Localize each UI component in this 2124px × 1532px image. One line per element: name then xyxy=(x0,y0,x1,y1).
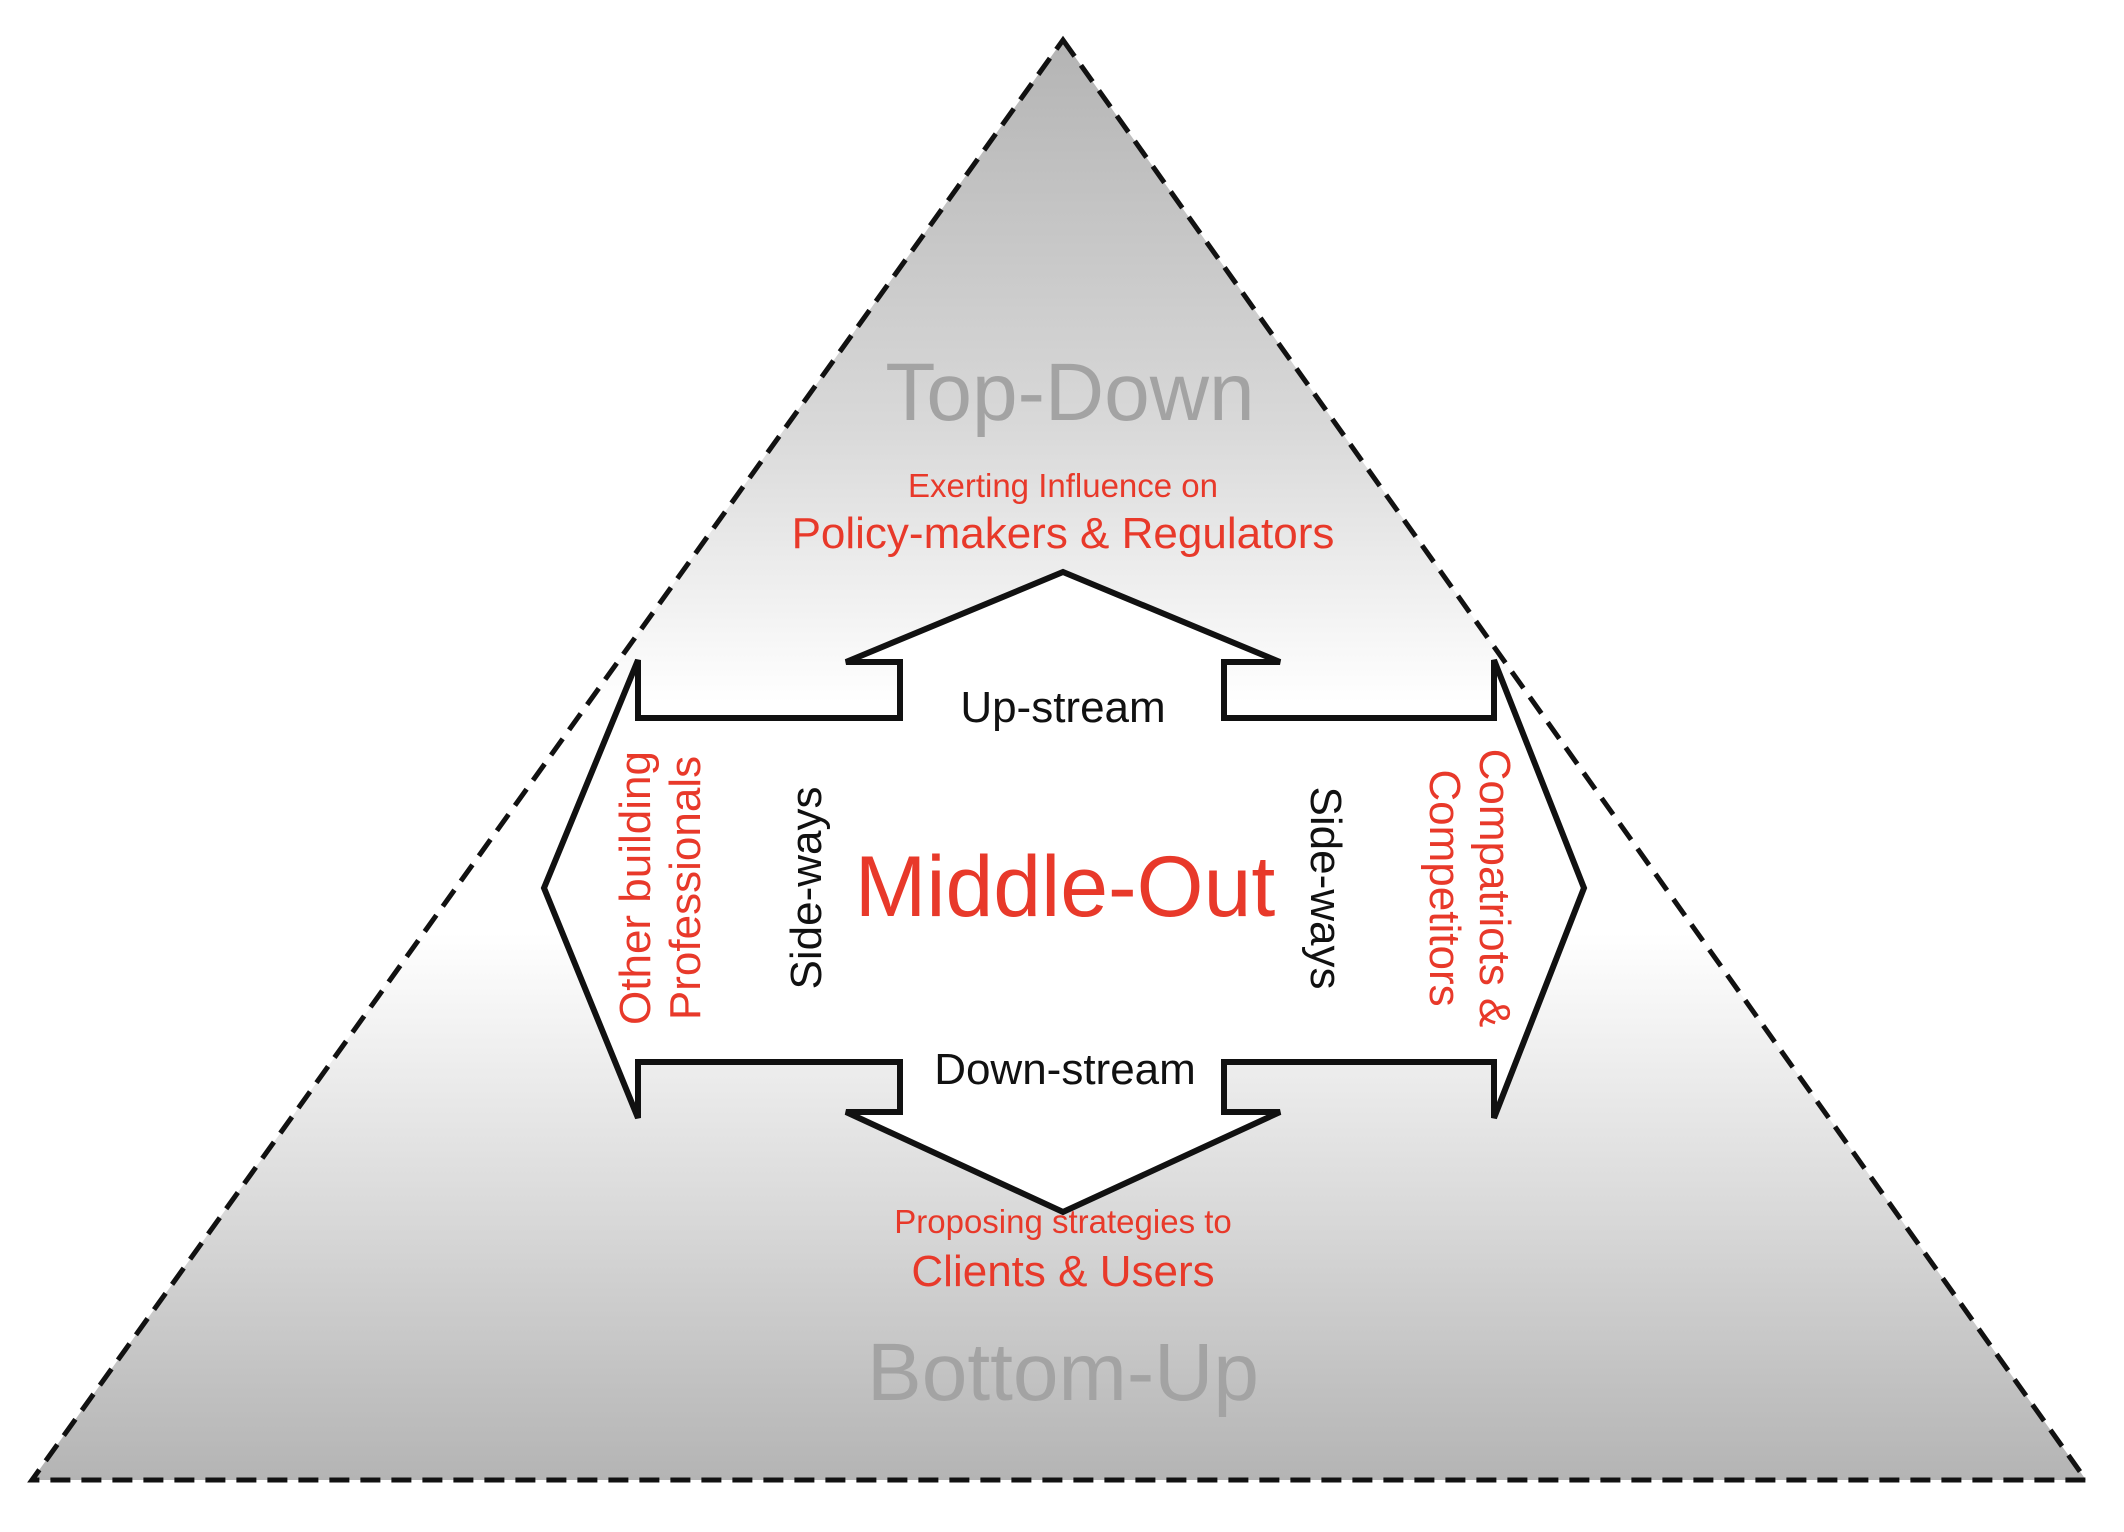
up-target-name: Policy-makers & Regulators xyxy=(792,509,1335,558)
up-target-caption: Exerting Influence on xyxy=(908,467,1218,504)
top-down-label: Top-Down xyxy=(885,347,1254,438)
down-target-caption: Proposing strategies to xyxy=(894,1203,1232,1240)
four-way-arrow xyxy=(540,568,1588,1216)
left-target-line-1: Other building xyxy=(611,751,660,1025)
right-target-line-2: Competitors xyxy=(1420,769,1469,1006)
middle-out-label: Middle-Out xyxy=(855,839,1276,935)
left-target-line-2: Professionals xyxy=(661,756,710,1020)
bottom-up-label: Bottom-Up xyxy=(867,1327,1259,1418)
up-stream-label: Up-stream xyxy=(960,683,1165,732)
down-stream-label: Down-stream xyxy=(934,1045,1196,1094)
right-target-line-1: Compatriots & xyxy=(1470,749,1519,1028)
right-side-ways-label: Side-ways xyxy=(1301,787,1350,990)
down-target-name: Clients & Users xyxy=(911,1247,1214,1296)
left-side-ways-label: Side-ways xyxy=(782,787,831,990)
